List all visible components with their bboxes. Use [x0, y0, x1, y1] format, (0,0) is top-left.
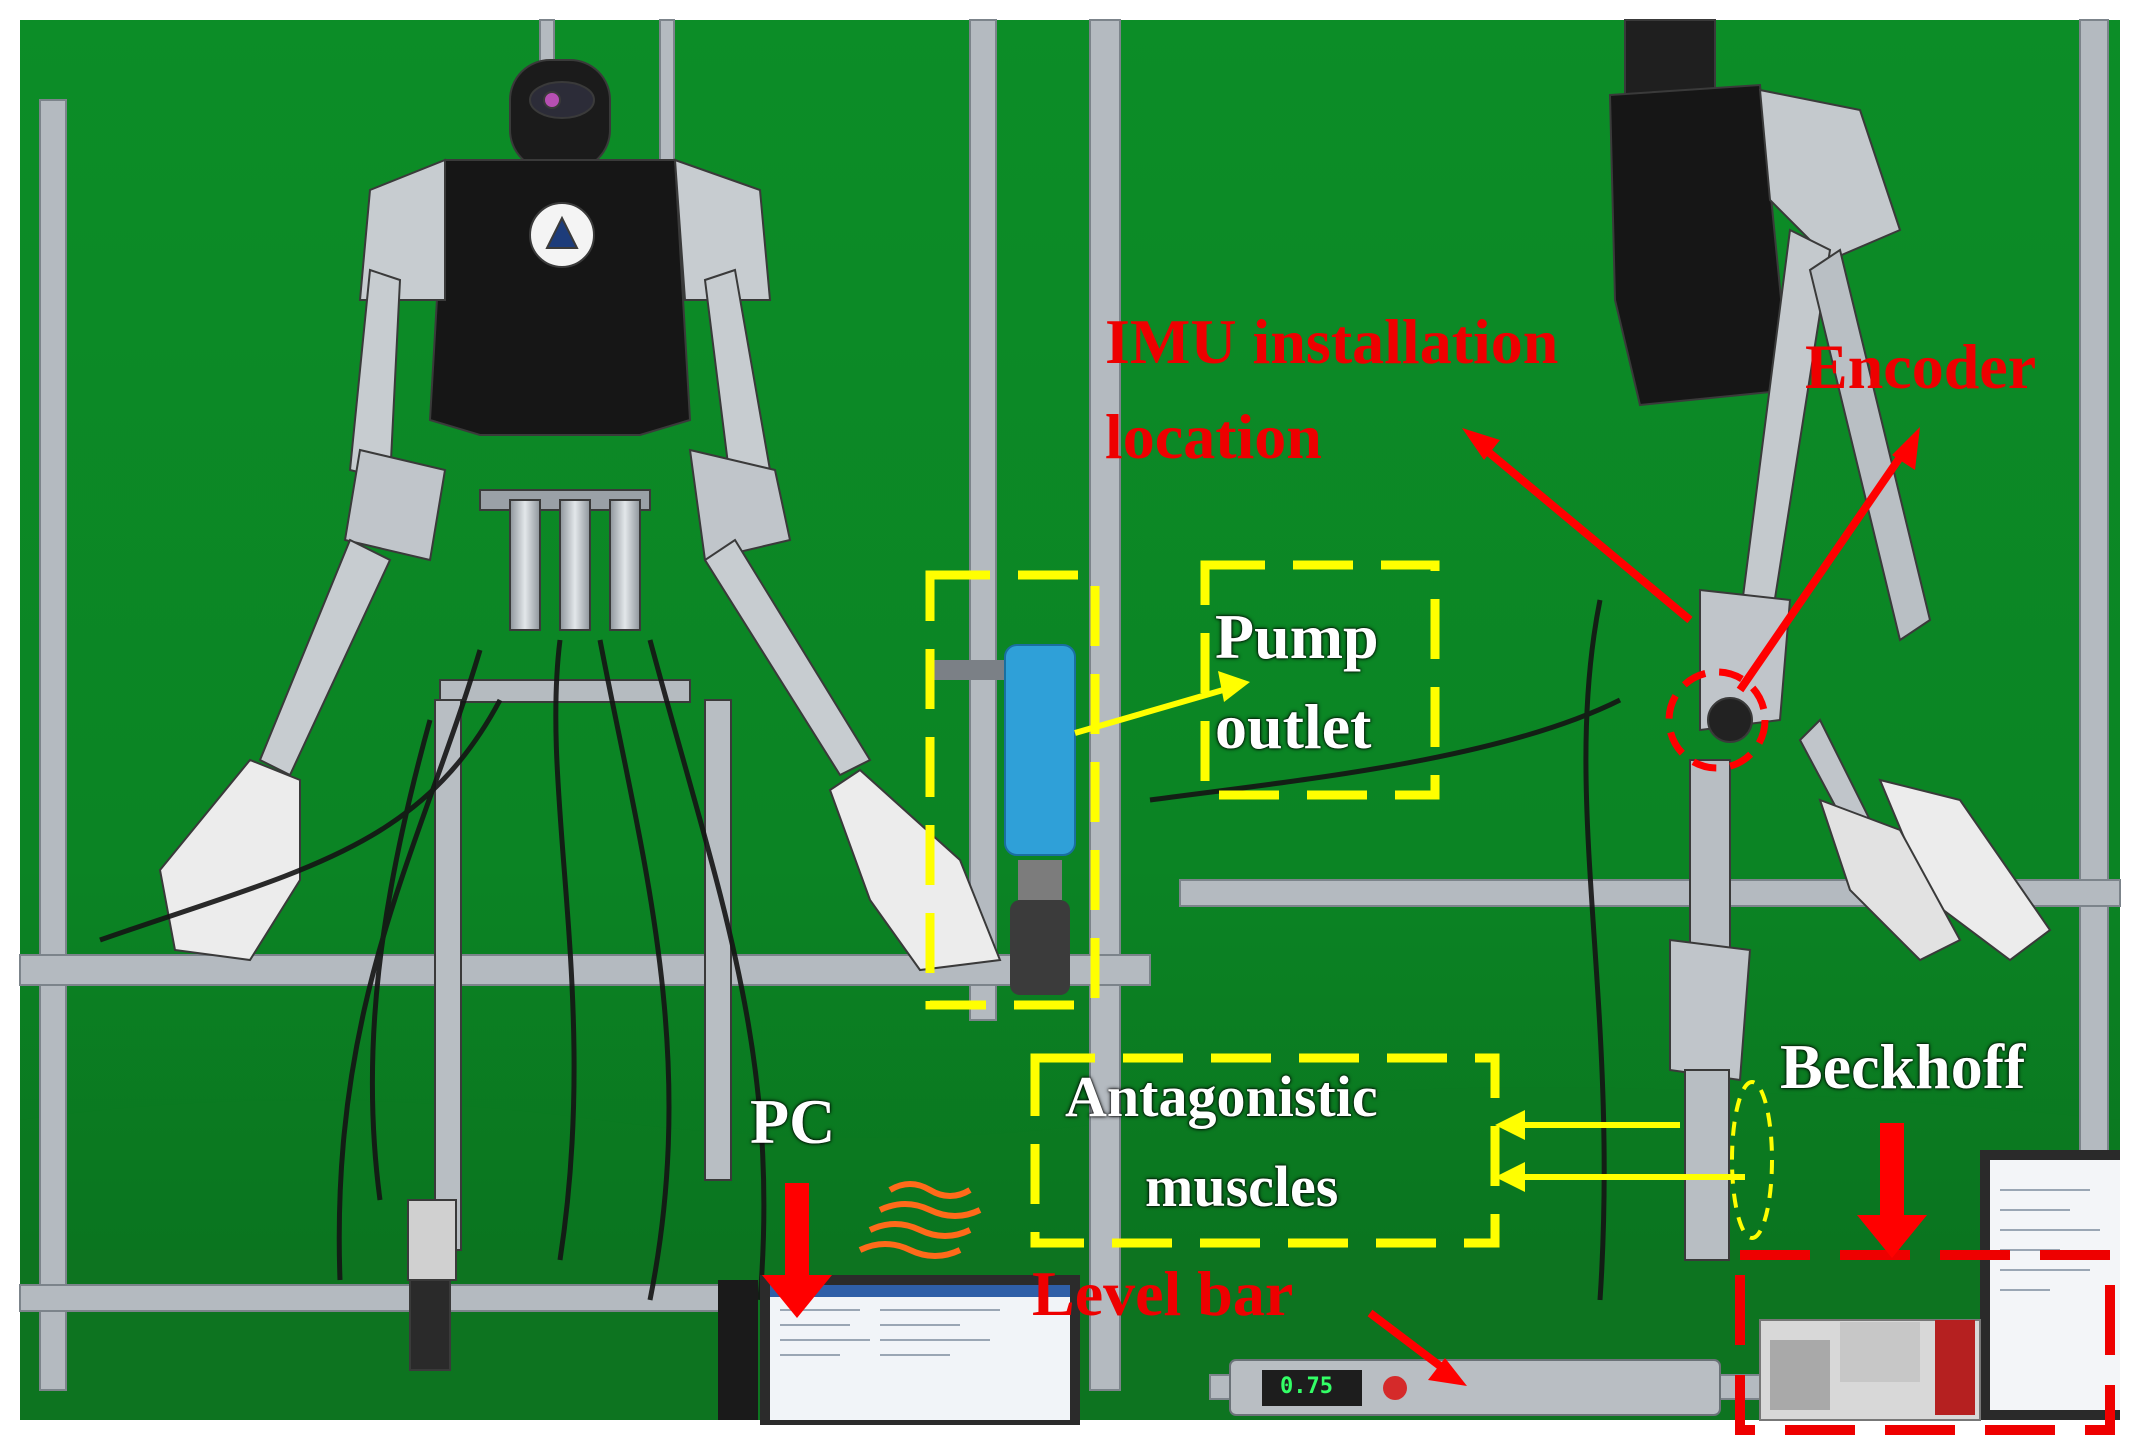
yellow-dashed-boxes	[925, 560, 1500, 1248]
right-robot	[1608, 19, 2052, 1261]
muscles-dashed-ellipse	[1730, 1080, 1774, 1240]
cables	[99, 599, 1622, 1301]
red-arrows	[762, 427, 1927, 1386]
beckhoff-controller	[1759, 1319, 1981, 1421]
pump-highlight-box	[925, 570, 1100, 1010]
left-robot	[158, 59, 1002, 1371]
pump-label-box	[1200, 560, 1440, 800]
level-bar-readout: 0.75	[1280, 1374, 1333, 1399]
pump-label-line2: outlet	[1215, 691, 1372, 762]
beckhoff-label: Beckhoff	[1780, 1031, 2026, 1102]
pump-filter	[930, 644, 1076, 995]
imu-label-line1: IMU installation	[1105, 306, 1559, 377]
pc-label: PC	[750, 1086, 836, 1157]
level-bar-label: Level bar	[1032, 1258, 1294, 1329]
muscles-label-box	[1030, 1053, 1500, 1248]
imu-label-line2: location	[1105, 401, 1322, 472]
pc-monitor	[718, 1275, 1080, 1425]
encoder-dashed-circle	[1665, 668, 1769, 772]
beckhoff-monitor	[1980, 1150, 2120, 1420]
yellow-arrows	[1074, 671, 1745, 1192]
muscles-label-line1: Antagonistic	[1065, 1064, 1378, 1129]
encoder-label: Encoder	[1805, 331, 2037, 402]
beckhoff-dashed-box	[1735, 1250, 2115, 1435]
orange-hose	[858, 1181, 982, 1259]
pump-label-line1: Pump	[1215, 601, 1379, 672]
muscles-label-line2: muscles	[1145, 1154, 1339, 1219]
level-bar-device	[1229, 1359, 1721, 1416]
